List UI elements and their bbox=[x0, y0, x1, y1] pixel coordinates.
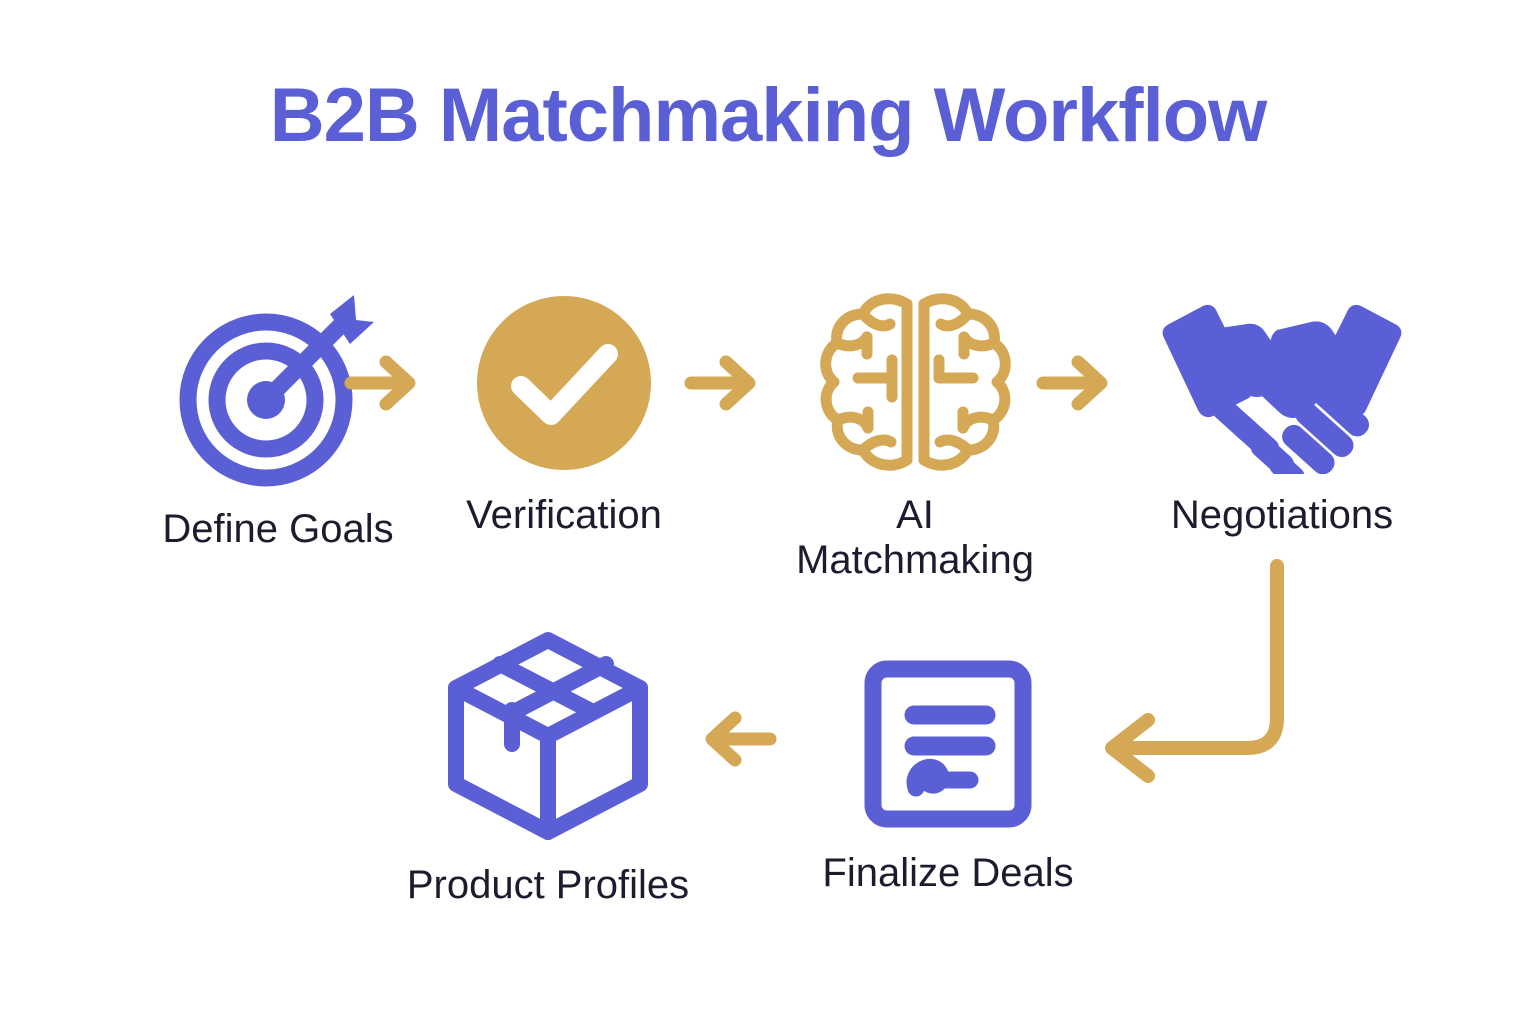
step-verification[interactable]: Verification bbox=[434, 292, 694, 538]
package-box-icon bbox=[438, 628, 658, 849]
step-ai-matchmaking[interactable]: AI Matchmaking bbox=[790, 292, 1040, 583]
step-negotiations[interactable]: Negotiations bbox=[1132, 292, 1432, 538]
page-title: B2B Matchmaking Workflow bbox=[269, 73, 1268, 158]
arrow-right-icon bbox=[344, 352, 426, 419]
arrow-elbow-down-left-icon bbox=[1078, 558, 1358, 793]
step-label: Define Goals bbox=[162, 507, 394, 551]
step-label: Verification bbox=[466, 493, 662, 537]
brain-icon bbox=[818, 292, 1013, 479]
contract-document-icon bbox=[860, 656, 1036, 837]
step-label: Product Profiles bbox=[406, 863, 690, 907]
arrow-right-icon bbox=[1036, 352, 1118, 419]
target-icon bbox=[178, 292, 378, 493]
step-finalize-deals[interactable]: Finalize Deals bbox=[798, 656, 1098, 896]
step-label: Finalize Deals bbox=[822, 851, 1074, 895]
step-product-profiles[interactable]: Product Profiles bbox=[368, 628, 728, 908]
arrow-right-icon bbox=[684, 352, 766, 419]
arrow-left-icon bbox=[696, 708, 778, 775]
step-label: Negotiations bbox=[1170, 493, 1394, 537]
step-label: AI Matchmaking bbox=[796, 493, 1034, 582]
step-define-goals[interactable]: Define Goals bbox=[128, 292, 428, 552]
handshake-icon bbox=[1151, 292, 1413, 489]
check-circle-icon bbox=[473, 292, 655, 479]
